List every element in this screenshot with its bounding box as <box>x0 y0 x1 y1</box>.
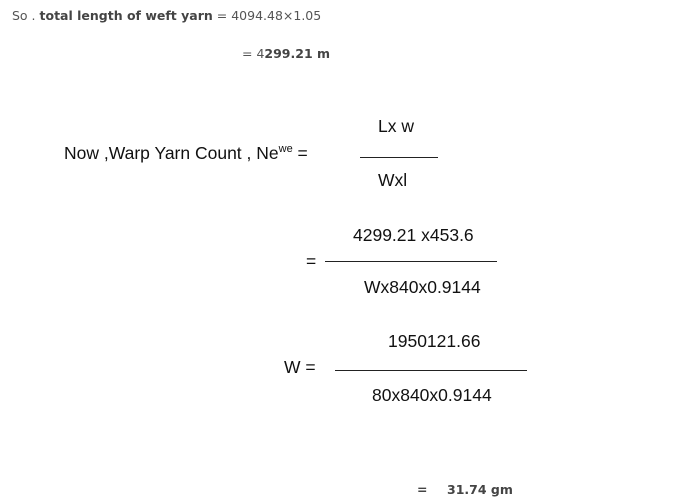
step1-numerator: 4299.21 x453.6 <box>353 225 474 245</box>
formula-denominator: Wxl <box>378 170 408 190</box>
step2-lhs: W = <box>284 357 316 377</box>
weft-length-line: So . total length of weft yarn = 4094.48… <box>12 8 321 23</box>
weft-length-value: 299.21 m <box>264 46 331 61</box>
weft-length-expr: = 4094.48×1.05 <box>216 8 322 23</box>
equals: = 4 <box>242 46 265 61</box>
step2-numerator: 1950121.66 <box>388 331 481 351</box>
equals: = <box>292 143 308 163</box>
fraction-bar <box>325 261 497 262</box>
formula-numerator: Lx w <box>378 116 414 136</box>
step1-equals: = <box>306 251 317 271</box>
step1-denominator: Wx840x0.9144 <box>364 277 481 297</box>
formula-lhs: Now ,Warp Yarn Count , Newe = <box>64 143 308 164</box>
fraction-bar <box>335 370 527 371</box>
final-equals: = <box>417 482 428 497</box>
step2-denominator: 80x840x0.9144 <box>372 385 492 405</box>
formula-label: Now ,Warp Yarn Count , Ne <box>64 143 279 163</box>
fraction-bar <box>360 157 438 158</box>
weft-length-result: = 4299.21 m <box>242 46 330 61</box>
final-weight-value: 31.74 gm <box>447 482 513 497</box>
prefix: So . <box>12 8 40 23</box>
formula-superscript: we <box>278 143 293 156</box>
weft-length-label: total length of weft yarn <box>39 8 213 23</box>
